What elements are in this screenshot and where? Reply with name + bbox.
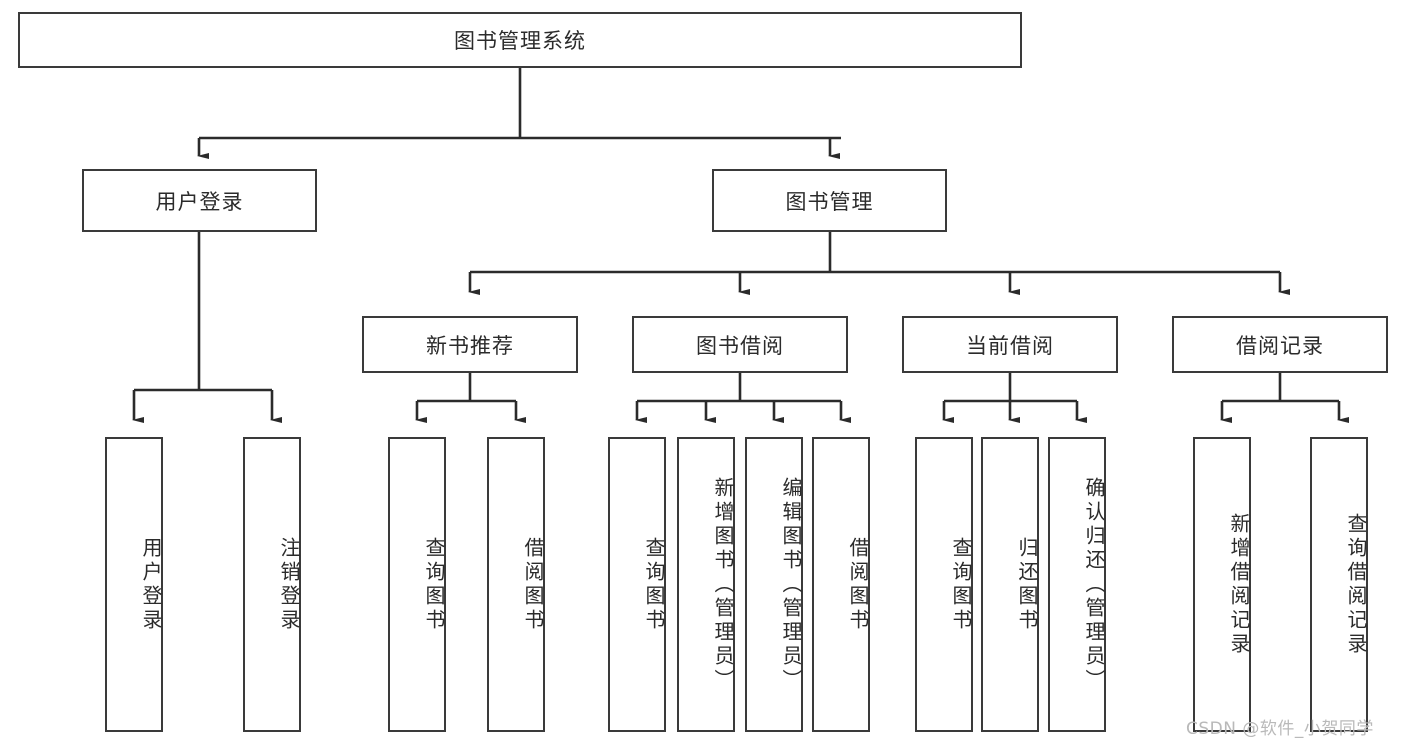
watermark: CSDN @软件_小贺同学 xyxy=(1186,719,1374,739)
node-label: 编辑图书（管理员） xyxy=(779,476,803,693)
leaf-query-borrow-record[interactable]: 查询借阅记录 xyxy=(1310,437,1368,732)
leaf-borrow-book-recommend[interactable]: 借阅图书 xyxy=(487,437,545,732)
node-new-book-recommend[interactable]: 新书推荐 xyxy=(362,316,578,373)
node-book-management[interactable]: 图书管理 xyxy=(712,169,947,232)
leaf-query-book-borrow[interactable]: 查询图书 xyxy=(608,437,666,732)
node-label: 用户登录 xyxy=(155,189,244,214)
node-label: 归还图书 xyxy=(1015,536,1039,633)
leaf-query-book-current[interactable]: 查询图书 xyxy=(915,437,973,732)
node-label: 查询借阅记录 xyxy=(1344,512,1368,657)
node-label: 图书管理 xyxy=(785,189,874,214)
node-borrow-record[interactable]: 借阅记录 xyxy=(1172,316,1388,373)
node-current-borrow[interactable]: 当前借阅 xyxy=(902,316,1118,373)
leaf-user-login[interactable]: 用户登录 xyxy=(105,437,163,732)
node-label: 新增借阅记录 xyxy=(1227,512,1251,657)
node-root-library-system[interactable]: 图书管理系统 xyxy=(18,12,1022,68)
node-user-login[interactable]: 用户登录 xyxy=(82,169,317,232)
node-label: 图书借阅 xyxy=(696,333,784,358)
node-label: 确认归还（管理员） xyxy=(1082,476,1106,693)
leaf-add-book-admin[interactable]: 新增图书（管理员） xyxy=(677,437,735,732)
node-label: 用户登录 xyxy=(139,536,163,633)
node-label: 查询图书 xyxy=(642,536,666,633)
leaf-edit-book-admin[interactable]: 编辑图书（管理员） xyxy=(745,437,803,732)
node-label: 图书管理系统 xyxy=(454,29,586,53)
leaf-query-book-recommend[interactable]: 查询图书 xyxy=(388,437,446,732)
node-label: 借阅图书 xyxy=(846,536,870,633)
node-label: 新书推荐 xyxy=(426,333,514,358)
leaf-borrow-book[interactable]: 借阅图书 xyxy=(812,437,870,732)
node-label: 借阅图书 xyxy=(521,536,545,633)
node-label: 注销登录 xyxy=(277,536,301,633)
leaf-logout-login[interactable]: 注销登录 xyxy=(243,437,301,732)
node-book-borrow[interactable]: 图书借阅 xyxy=(632,316,848,373)
node-label: 新增图书（管理员） xyxy=(711,476,735,693)
leaf-return-book[interactable]: 归还图书 xyxy=(981,437,1039,732)
node-label: 查询图书 xyxy=(422,536,446,633)
node-label: 当前借阅 xyxy=(966,333,1054,358)
node-label: 借阅记录 xyxy=(1236,333,1324,358)
node-label: 查询图书 xyxy=(949,536,973,633)
leaf-confirm-return-admin[interactable]: 确认归还（管理员） xyxy=(1048,437,1106,732)
leaf-add-borrow-record[interactable]: 新增借阅记录 xyxy=(1193,437,1251,732)
